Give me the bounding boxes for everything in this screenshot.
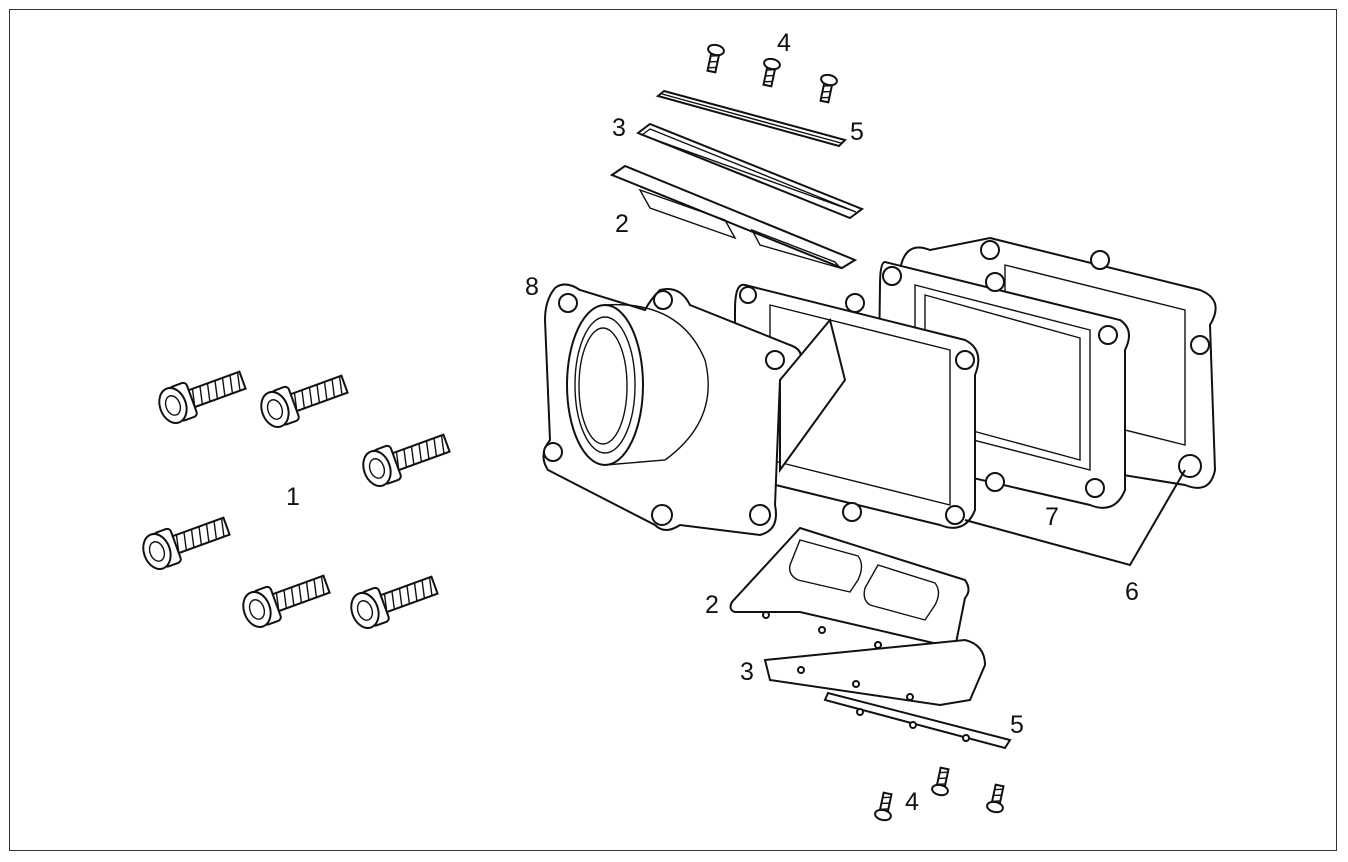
label-plate-top: 5 <box>850 118 864 146</box>
label-intake-manifold: 8 <box>525 273 539 301</box>
label-reed-petal-bottom: 2 <box>705 591 719 619</box>
diagram-frame <box>9 9 1337 851</box>
reed-petal-bottom <box>729 526 970 650</box>
intake-manifold <box>542 283 847 537</box>
label-reed-petal-top: 2 <box>615 210 629 238</box>
label-screw-bottom: 4 <box>905 788 919 816</box>
label-stopper-top: 3 <box>612 114 626 142</box>
screws-top <box>702 42 839 105</box>
gasket-front <box>733 283 980 529</box>
label-reed-block: 7 <box>1045 503 1059 531</box>
label-stopper-bottom: 3 <box>740 658 754 686</box>
reed-petal-top <box>609 164 858 270</box>
leader-line-gaskets <box>964 469 1186 567</box>
label-bolts: 1 <box>286 483 300 511</box>
plate-bottom <box>823 691 1012 750</box>
label-screw-top: 4 <box>777 29 791 57</box>
label-gaskets: 6 <box>1125 578 1139 606</box>
stopper-top <box>635 122 865 220</box>
label-plate-bottom: 5 <box>1010 711 1024 739</box>
screws-bottom <box>873 765 1009 823</box>
plate-top <box>655 89 847 148</box>
stopper-bottom <box>763 638 987 707</box>
